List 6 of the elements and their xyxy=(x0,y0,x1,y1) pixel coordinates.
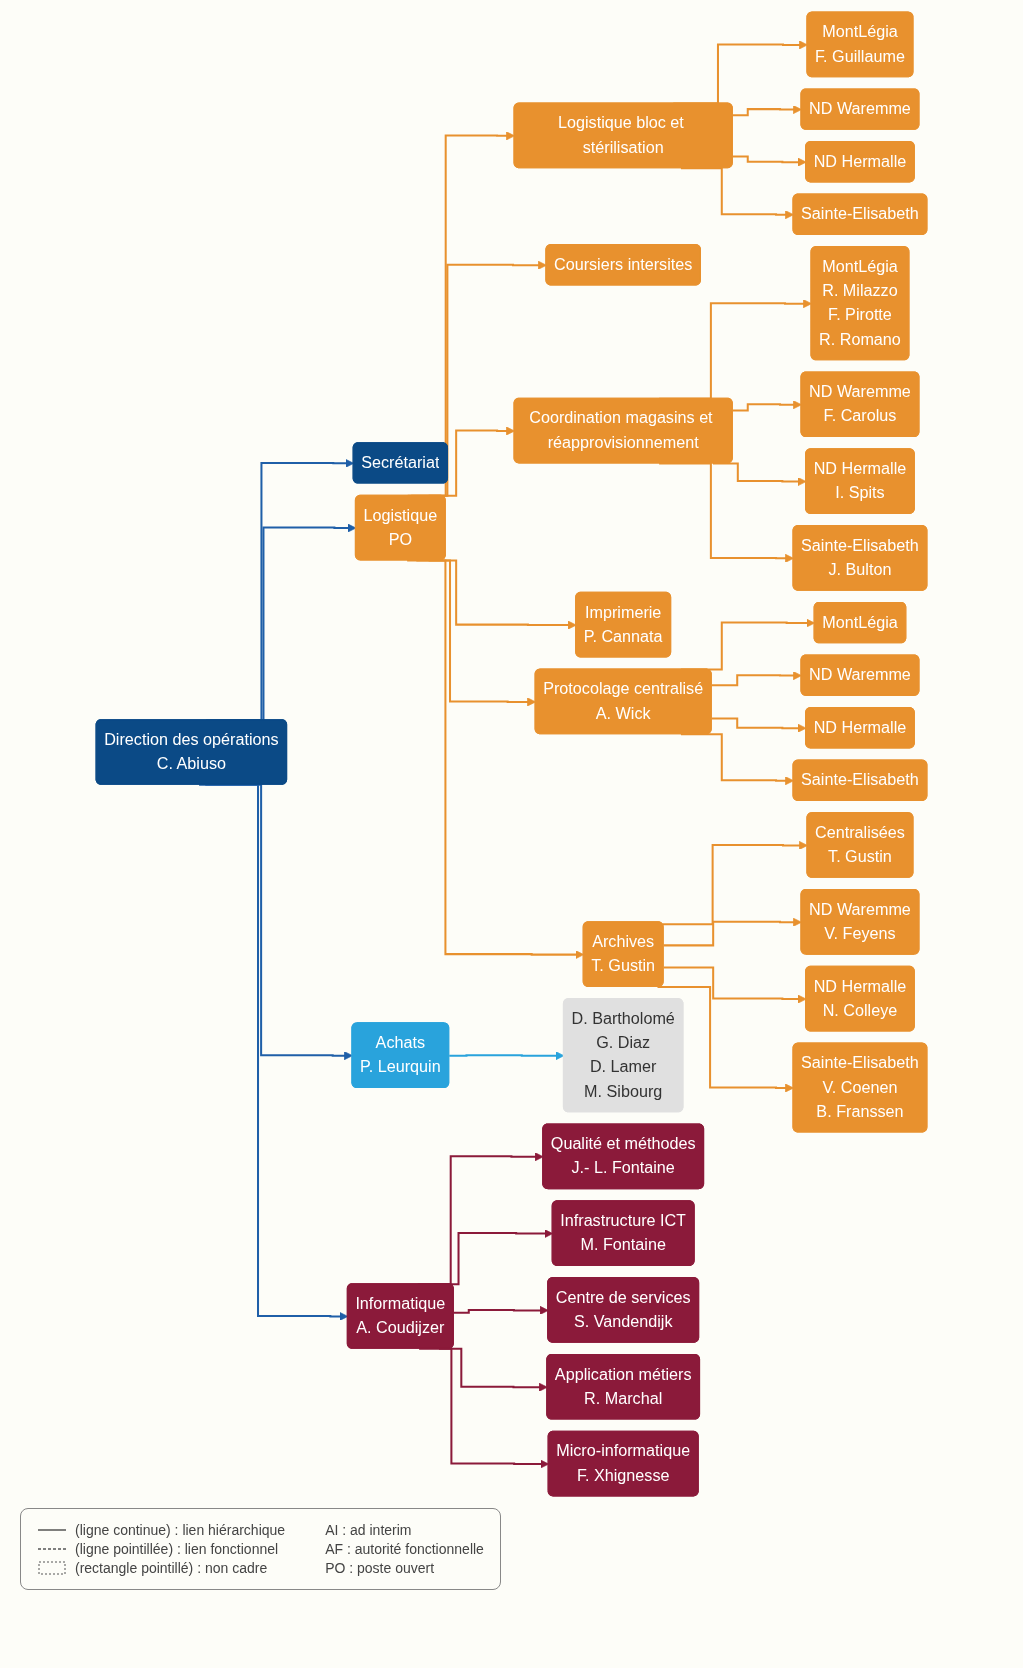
abbreviation-note: PO : poste ouvert xyxy=(325,1560,436,1576)
legend-text: (ligne continue) : lien hiérarchique xyxy=(75,1522,286,1538)
abbreviation-note: AI : ad interim xyxy=(325,1522,413,1538)
legend-text: (ligne pointillée) : lien fonctionnel xyxy=(75,1541,279,1557)
abbreviation-note: AF : autorité fonctionnelle xyxy=(325,1541,484,1557)
legend-text: (rectangle pointillé) : non cadre xyxy=(75,1560,268,1576)
